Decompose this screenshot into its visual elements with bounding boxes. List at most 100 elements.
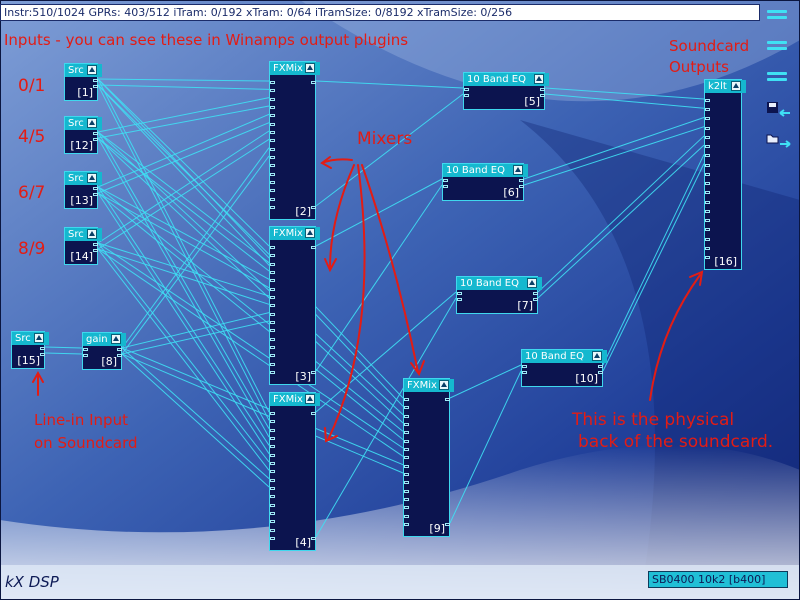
eq-plugin-7[interactable]: 10 Band EQ [7]: [456, 276, 542, 314]
output-port[interactable]: [311, 206, 316, 209]
input-port[interactable]: [270, 287, 275, 291]
input-port[interactable]: [270, 246, 275, 249]
input-port[interactable]: [404, 464, 409, 468]
chevron-up-icon[interactable]: [305, 394, 315, 404]
input-port[interactable]: [404, 489, 409, 493]
output-port[interactable]: [445, 398, 450, 401]
input-port[interactable]: [83, 354, 88, 357]
input-port[interactable]: [270, 354, 275, 358]
input-port[interactable]: [270, 254, 275, 258]
input-port[interactable]: [270, 189, 275, 193]
chevron-up-icon[interactable]: [87, 229, 97, 239]
input-port[interactable]: [270, 462, 275, 465]
input-port[interactable]: [705, 219, 710, 223]
input-port[interactable]: [404, 448, 409, 451]
input-port[interactable]: [270, 495, 275, 499]
fxmix-plugin-2[interactable]: FXMix [2]: [269, 61, 320, 220]
input-port[interactable]: [270, 346, 275, 349]
output-port[interactable]: [311, 412, 316, 415]
input-port[interactable]: [270, 114, 275, 118]
chevron-up-icon[interactable]: [87, 118, 97, 128]
input-port[interactable]: [270, 437, 275, 440]
input-port[interactable]: [705, 228, 710, 232]
input-port[interactable]: [270, 428, 275, 432]
input-port[interactable]: [457, 298, 462, 301]
output-port[interactable]: [519, 179, 524, 182]
output-port[interactable]: [93, 138, 98, 141]
chevron-up-icon[interactable]: [592, 351, 602, 361]
input-port[interactable]: [270, 420, 275, 424]
output-port[interactable]: [93, 79, 98, 82]
src-plugin-13[interactable]: Src [13]: [64, 171, 102, 209]
input-port[interactable]: [270, 337, 275, 341]
input-port[interactable]: [270, 197, 275, 201]
menu-lines-icon[interactable]: [766, 70, 788, 84]
input-port[interactable]: [404, 456, 409, 460]
output-port[interactable]: [311, 81, 316, 84]
input-port[interactable]: [270, 164, 275, 168]
chevron-up-icon[interactable]: [87, 65, 97, 75]
input-port[interactable]: [270, 362, 275, 366]
input-port[interactable]: [705, 108, 710, 112]
chevron-up-icon[interactable]: [87, 173, 97, 183]
input-port[interactable]: [705, 117, 710, 121]
input-port[interactable]: [705, 246, 710, 250]
output-port[interactable]: [598, 365, 603, 368]
input-port[interactable]: [270, 487, 275, 490]
output-port[interactable]: [311, 537, 316, 540]
input-port[interactable]: [464, 88, 469, 91]
input-port[interactable]: [270, 89, 275, 93]
chevron-up-icon[interactable]: [111, 334, 121, 344]
input-port[interactable]: [270, 478, 275, 482]
output-port[interactable]: [311, 371, 316, 374]
input-port[interactable]: [270, 371, 275, 374]
fxmix-plugin-3[interactable]: FXMix [3]: [269, 226, 320, 385]
input-port[interactable]: [270, 312, 275, 316]
output-port[interactable]: [117, 348, 122, 351]
output-port[interactable]: [311, 246, 316, 249]
input-port[interactable]: [404, 481, 409, 485]
eq-plugin-5[interactable]: 10 Band EQ [5]: [463, 72, 549, 110]
input-port[interactable]: [270, 156, 275, 159]
input-port[interactable]: [270, 537, 275, 540]
input-port[interactable]: [270, 122, 275, 126]
chevron-up-icon[interactable]: [513, 165, 523, 175]
eq-plugin-10[interactable]: 10 Band EQ [10]: [521, 349, 607, 387]
chevron-up-icon[interactable]: [527, 278, 537, 288]
menu-lines-icon[interactable]: [766, 39, 788, 53]
input-port[interactable]: [270, 453, 275, 457]
input-port[interactable]: [270, 172, 275, 176]
input-port[interactable]: [270, 512, 275, 515]
input-port[interactable]: [270, 139, 275, 143]
input-port[interactable]: [270, 296, 275, 299]
input-port[interactable]: [404, 506, 409, 510]
chevron-up-icon[interactable]: [439, 380, 449, 390]
src-plugin-15[interactable]: Src [15]: [11, 331, 49, 369]
open-folder-icon[interactable]: [766, 132, 794, 150]
input-port[interactable]: [705, 172, 710, 176]
k2lt-output-plugin-16[interactable]: k2lt [16]: [704, 79, 746, 270]
output-port[interactable]: [40, 353, 45, 356]
input-port[interactable]: [705, 256, 710, 259]
output-port[interactable]: [519, 185, 524, 188]
input-port[interactable]: [404, 473, 409, 476]
save-disk-icon[interactable]: [766, 101, 794, 119]
chevron-up-icon[interactable]: [534, 74, 544, 84]
input-port[interactable]: [404, 498, 409, 501]
input-port[interactable]: [83, 348, 88, 351]
input-port[interactable]: [270, 470, 275, 474]
input-port[interactable]: [705, 135, 710, 139]
input-port[interactable]: [705, 209, 710, 213]
input-port[interactable]: [270, 503, 275, 507]
input-port[interactable]: [270, 528, 275, 532]
input-port[interactable]: [705, 237, 710, 241]
input-port[interactable]: [270, 81, 275, 84]
input-port[interactable]: [522, 371, 527, 374]
input-port[interactable]: [270, 131, 275, 134]
output-port[interactable]: [93, 249, 98, 252]
output-port[interactable]: [540, 94, 545, 97]
input-port[interactable]: [705, 200, 710, 204]
input-port[interactable]: [705, 145, 710, 149]
output-port[interactable]: [117, 354, 122, 357]
input-port[interactable]: [404, 431, 409, 435]
